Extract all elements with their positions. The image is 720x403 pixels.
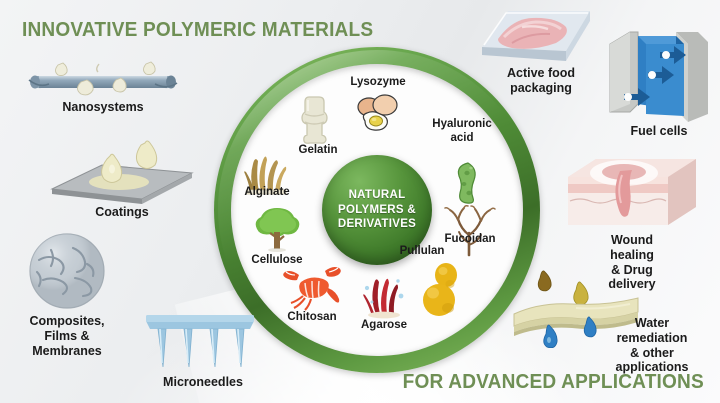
polymer-label-lysozyme: Lysozyme [350, 76, 406, 88]
application-label-microneedles: Microneedles [163, 375, 243, 389]
headline-bottom: FOR ADVANCED APPLICATIONS [402, 370, 704, 393]
application-label-fuel-cells: Fuel cells [630, 124, 688, 138]
polymer-label-pullulan: Pullulan [399, 245, 445, 257]
headline-top: INNOVATIVE POLYMERIC MATERIALS [22, 18, 374, 41]
yeast-icon [419, 262, 465, 318]
polymer-label-chitosan: Chitosan [287, 311, 337, 323]
food-tray-icon [478, 3, 598, 69]
microneedle-array-icon [140, 305, 260, 371]
fuel-cell-icon [604, 26, 714, 122]
core-hub-label: NATURAL POLYMERS & DERIVATIVES [337, 188, 417, 231]
polymer-label-fucoidan: Fucoidan [444, 233, 496, 245]
polymer-label-alginate: Alginate [244, 186, 290, 198]
filter-membrane-icon [510, 268, 642, 348]
application-label-coatings: Coatings [95, 205, 149, 219]
application-label-wound-healing: Wound healing & Drug delivery [608, 233, 656, 292]
application-label-water-remediation: Water remediation & other applications [615, 316, 689, 375]
red-algae-icon [358, 272, 410, 320]
skin-wound-icon [562, 155, 702, 231]
application-label-nanosystems: Nanosystems [62, 100, 144, 114]
polymer-label-gelatin: Gelatin [298, 144, 338, 156]
composite-disc-icon [21, 232, 113, 310]
bone-joint-icon [298, 95, 332, 145]
application-label-composites: Composites, Films & Membranes [29, 314, 105, 358]
tree-icon [250, 205, 304, 253]
brown-algae-icon [444, 205, 496, 257]
coated-plate-icon [46, 139, 198, 207]
application-label-food-packaging: Active food packaging [506, 66, 576, 95]
polymer-label-hyaluronic-acid: Hyaluronic acid [432, 118, 492, 144]
polymer-label-agarose: Agarose [360, 319, 408, 331]
bacterium-icon [448, 160, 484, 206]
egg-icon [353, 93, 403, 133]
lobster-icon [281, 263, 343, 311]
nanotube-icon [25, 58, 181, 100]
